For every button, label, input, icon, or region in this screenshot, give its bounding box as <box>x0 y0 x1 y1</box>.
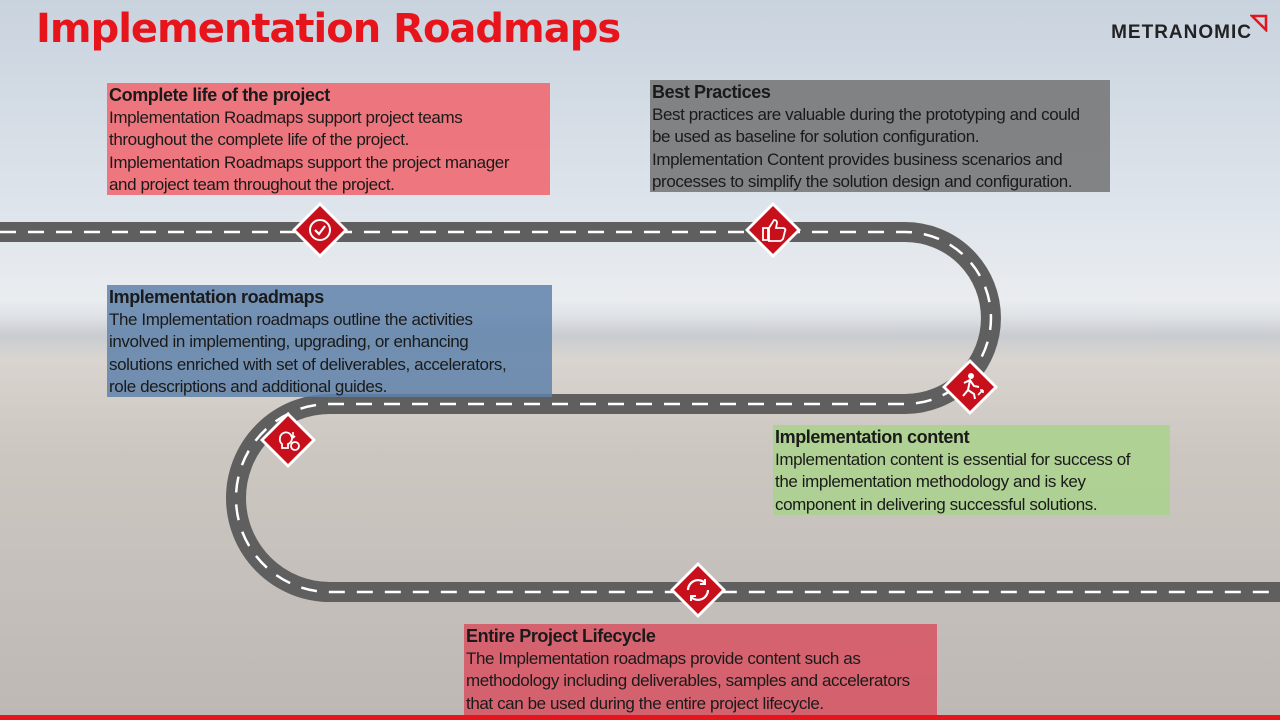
roadmaps-box: Implementation roadmaps The Implementati… <box>107 285 552 397</box>
lifecycle-line-3: that can be used during the entire proje… <box>466 693 824 713</box>
complete-life-line-4: and project team throughout the project. <box>109 175 395 194</box>
running-person-icon <box>942 359 998 415</box>
lightbulb-gear-icon <box>260 412 316 468</box>
content-line-2: the implementation methodology and is ke… <box>775 472 1086 491</box>
best-practices-box: Best Practices Best practices are valuab… <box>650 80 1110 192</box>
best-practices-line-4: processes to simplify the solution desig… <box>652 172 1073 191</box>
roadmaps-heading: Implementation roadmaps <box>109 287 324 307</box>
complete-life-line-1: Implementation Roadmaps support project … <box>109 107 463 127</box>
roadmaps-line-4: role descriptions and additional guides. <box>109 377 387 396</box>
complete-life-heading: Complete life of the project <box>109 85 330 105</box>
lifecycle-heading: Entire Project Lifecycle <box>466 626 656 646</box>
lifecycle-line-2: methodology including deliverables, samp… <box>466 671 910 690</box>
content-line-3: component in delivering successful solut… <box>775 494 1098 514</box>
lifecycle-box: Entire Project Lifecycle The Implementat… <box>464 624 937 716</box>
best-practices-line-3: Implementation Content provides business… <box>652 149 1063 169</box>
thumbs-up-icon <box>745 202 801 258</box>
brand-logo: METRANOMIC <box>1111 22 1252 43</box>
content-box: Implementation content Implementation co… <box>773 425 1170 515</box>
roadmaps-line-3: solutions enriched with set of deliverab… <box>109 354 507 374</box>
check-circle-icon <box>292 202 348 258</box>
content-heading: Implementation content <box>775 427 970 447</box>
best-practices-line-2: be used as baseline for solution configu… <box>652 127 980 146</box>
roadmaps-line-1: The Implementation roadmaps outline the … <box>109 309 473 329</box>
complete-life-line-3: Implementation Roadmaps support the proj… <box>109 152 510 172</box>
bottom-accent-bar <box>0 715 1280 720</box>
lifecycle-line-1: The Implementation roadmaps provide cont… <box>466 648 861 668</box>
logo-mark-icon <box>1250 14 1268 32</box>
best-practices-heading: Best Practices <box>652 82 771 102</box>
complete-life-box: Complete life of the project Implementat… <box>107 83 550 195</box>
complete-life-line-2: throughout the complete life of the proj… <box>109 130 409 149</box>
best-practices-line-1: Best practices are valuable during the p… <box>652 104 1080 124</box>
page-title: Implementation Roadmaps <box>36 6 621 52</box>
cycle-icon <box>670 562 726 618</box>
roadmaps-line-2: involved in implementing, upgrading, or … <box>109 332 469 351</box>
content-line-1: Implementation content is essential for … <box>775 449 1131 469</box>
